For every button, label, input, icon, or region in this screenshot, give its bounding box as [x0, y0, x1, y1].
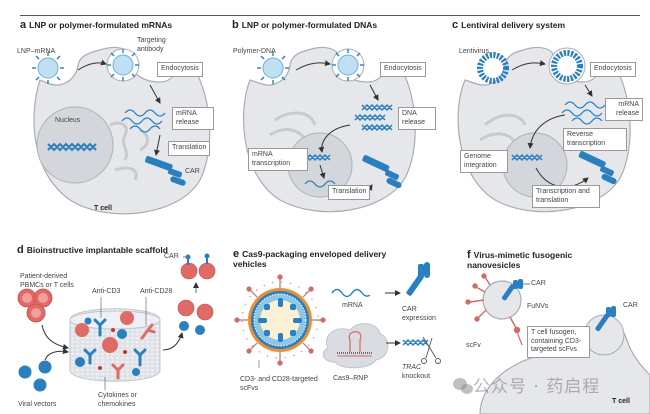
scfv-label: CD3- and CD28-targeted scFvs	[240, 376, 318, 392]
fusogen-box: T cell fusogen, containing CD3-targeted …	[527, 326, 590, 358]
endocytosis-box: Endocytosis	[157, 62, 203, 77]
panel-a-lnp-2	[106, 48, 140, 82]
panel-c-lentivirus-1	[477, 52, 509, 84]
mrna-transcription-box: mRNA transcription	[248, 148, 308, 171]
reverse-transcription-box: Reverse transcription	[563, 128, 627, 151]
car-label: CAR	[531, 280, 546, 287]
panel-b-car-icon	[362, 155, 402, 189]
panel-b-lnp-1	[257, 52, 289, 84]
mrna-label: mRNA	[342, 302, 363, 309]
panel-letter: f	[467, 249, 471, 261]
panel-title-text: Cas9-packaging enveloped delivery vehicl…	[233, 249, 387, 269]
panel-letter: c	[452, 19, 459, 31]
knockout-label: knockout	[402, 373, 431, 380]
panel-letter: b	[232, 19, 239, 31]
patient-cells-label: Patient-derived PBMCs or T cells	[20, 273, 74, 289]
panel-d-antibodies	[83, 318, 156, 380]
transcription-translation-box: Transcription and translation	[532, 185, 600, 208]
panel-title-text: LNP or polymer-formulated mRNAs	[29, 20, 173, 30]
panel-title-text: Lentiviral delivery system	[461, 20, 566, 30]
panel-letter: d	[17, 244, 24, 256]
t-cell-label: T cell	[94, 205, 112, 212]
panel-d-graphics	[17, 253, 216, 392]
anti-cd3-label: Anti-CD3	[92, 288, 121, 295]
anti-cd28-label: Anti-CD28	[140, 288, 173, 295]
panel-a-lnp-1	[32, 52, 64, 84]
panel-e-dna	[402, 338, 429, 347]
trac-label: TRAC	[402, 364, 422, 371]
nucleus-label: Nucleus	[55, 117, 81, 124]
panel-b-dna	[354, 103, 393, 132]
lentivirus-label: Lentivirus	[459, 48, 489, 55]
panel-a-dna	[47, 142, 97, 152]
viral-vectors-label: Viral vectors	[18, 401, 57, 408]
panel-e-graphics	[234, 262, 441, 369]
endocytosis-box: Endocytosis	[380, 62, 426, 77]
panel-e-vehicle	[241, 281, 319, 359]
panel-e-car-icon	[406, 262, 430, 296]
car-label-tcell: CAR	[623, 302, 638, 309]
dna-release-box: DNA release	[398, 107, 436, 130]
translation-box: Translation	[328, 185, 371, 200]
lnp-mrna-label: LNP–mRNA	[17, 48, 56, 55]
mrna-release-box: mRNA release	[605, 98, 643, 121]
panel-e-rnp	[322, 323, 389, 369]
t-cell-label: T cell	[612, 398, 630, 405]
genome-integration-box: Genome integration	[460, 150, 508, 173]
panel-title-text: LNP or polymer-formulated DNAs	[241, 20, 378, 30]
panel-f-car-icon-tcell	[595, 306, 616, 332]
panel-c-lentivirus-2	[548, 47, 586, 85]
panel-d-viral-in-scaffold	[75, 317, 140, 376]
funvs-label: FuNVs	[527, 303, 549, 310]
watermark: 公众号 · 药启程	[473, 377, 601, 397]
targeting-antibody-label: Targeting antibody	[137, 37, 166, 53]
translation-box: Translation	[168, 141, 211, 156]
panel-a-nucleus	[36, 106, 114, 184]
cas9-rnp-label: Cas9–RNP	[333, 375, 369, 382]
panel-f-graphics	[465, 273, 650, 414]
panel-a-mrna	[121, 109, 166, 133]
car-expression-label: CAR expression	[402, 306, 436, 322]
panel-title-text: Bioinstructive implantable scaffold	[26, 245, 168, 255]
cytokines-label: Cytokines or chemokines	[98, 392, 137, 408]
panel-c-car-icon	[578, 151, 617, 185]
wechat-icon	[453, 378, 473, 394]
mrna-release-box: mRNA release	[172, 107, 214, 130]
panel-f-car-icon-vesicle	[501, 279, 523, 301]
panel-d-viral-vectors	[18, 360, 52, 392]
panel-e-mrna	[331, 288, 371, 298]
panel-e-scfv-spikes	[234, 274, 326, 366]
panel-letter: e	[233, 248, 240, 260]
panel-c-mrna	[561, 101, 606, 125]
endocytosis-box: Endocytosis	[590, 62, 636, 77]
top-rule	[20, 15, 640, 16]
panel-title-text: Virus-mimetic fusogenic nanovesicles	[467, 250, 573, 270]
panel-a-car-icon	[145, 155, 186, 186]
polymer-dna-label: Polymer-DNA	[233, 48, 276, 55]
panel-letter: a	[20, 19, 27, 31]
panel-d-scaffold-cells	[75, 311, 134, 353]
panel-d-cytokines	[98, 328, 127, 370]
panel-b-lnp-2	[331, 48, 365, 82]
panel-f-scfv-spikes	[465, 273, 521, 334]
car-label: CAR	[164, 253, 179, 260]
panel-e-scissors-icon	[421, 336, 441, 364]
panel-a-graphics	[32, 46, 211, 215]
scfv-label: scFv	[466, 342, 481, 349]
car-label: CAR	[185, 168, 200, 175]
panel-d-output-cells	[177, 262, 216, 321]
